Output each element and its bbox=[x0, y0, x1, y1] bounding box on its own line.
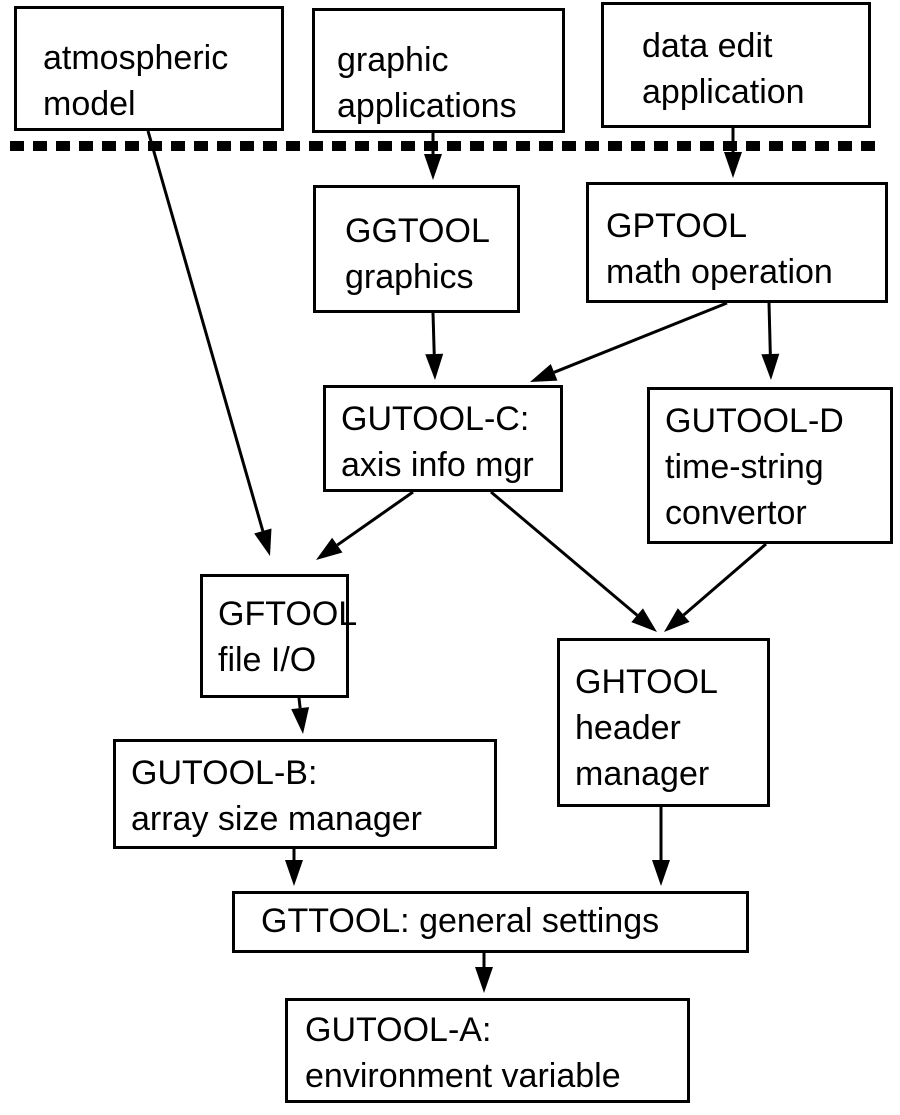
node-line: GUTOOL-D bbox=[665, 402, 844, 440]
node-line: GGTOOL bbox=[345, 212, 490, 250]
arrowhead-icon bbox=[475, 967, 493, 993]
arrowhead-icon bbox=[664, 608, 690, 632]
edge-gftool-to-gutoolb bbox=[297, 697, 302, 709]
node-line: array size manager bbox=[131, 800, 423, 838]
node-line: applications bbox=[337, 87, 517, 125]
node-line: GUTOOL-A: bbox=[305, 1011, 492, 1049]
arrowhead-icon bbox=[316, 537, 343, 560]
node-line: atmospheric bbox=[43, 39, 229, 77]
node-line: manager bbox=[575, 755, 710, 793]
node-line: file I/O bbox=[218, 641, 317, 679]
node-gutool-d: GUTOOL-D time-string convertor bbox=[647, 387, 893, 544]
node-line: model bbox=[43, 85, 136, 123]
node-line: GUTOOL-B: bbox=[131, 754, 318, 792]
node-atmospheric-model: atmospheric model bbox=[14, 6, 284, 131]
node-graphic-applications: graphic applications bbox=[312, 8, 565, 133]
node-line: application bbox=[642, 73, 805, 111]
node-line: time-string bbox=[665, 448, 824, 486]
node-line: GUTOOL-C: bbox=[341, 400, 530, 438]
node-data-edit-application: data edit application bbox=[601, 2, 871, 128]
edge-gptool-to-gutoolc bbox=[553, 301, 728, 374]
node-line: axis info mgr bbox=[341, 446, 534, 484]
node-line: graphic bbox=[337, 41, 449, 79]
arrowhead-icon bbox=[254, 528, 272, 556]
node-gttool: GTTOOL: general settings bbox=[232, 891, 749, 953]
arrowhead-icon bbox=[424, 154, 442, 180]
node-line: GHTOOL bbox=[575, 663, 718, 701]
edge-gutoolc-to-ghtool bbox=[490, 490, 639, 617]
node-line: math operation bbox=[606, 253, 833, 291]
node-ggtool: GGTOOL graphics bbox=[313, 185, 520, 313]
node-line: header bbox=[575, 709, 681, 747]
arrowhead-icon bbox=[530, 363, 558, 382]
node-line: data edit bbox=[642, 27, 773, 65]
node-gutool-a: GUTOOL-A: environment variable bbox=[285, 998, 690, 1103]
arrowhead-icon bbox=[631, 608, 657, 632]
node-gutool-c: GUTOOL-C: axis info mgr bbox=[323, 385, 563, 492]
edge-gptool-to-gutoold bbox=[767, 302, 772, 355]
node-line: environment variable bbox=[305, 1057, 621, 1095]
edge-atmos-to-gftool bbox=[146, 130, 265, 532]
node-gftool: GFTOOL file I/O bbox=[200, 574, 358, 698]
node-line: GPTOOL bbox=[606, 207, 748, 245]
node-gptool: GPTOOL math operation bbox=[586, 182, 888, 303]
arrowhead-icon bbox=[724, 152, 742, 178]
edge-ggtool-to-gutoolc bbox=[431, 312, 436, 355]
arrowhead-icon bbox=[425, 353, 444, 380]
edge-gutoold-to-ghtool bbox=[682, 542, 767, 617]
node-line: convertor bbox=[665, 494, 807, 532]
node-gutool-b: GUTOOL-B: array size manager bbox=[113, 739, 497, 849]
node-line: GTTOOL: general settings bbox=[261, 902, 660, 940]
arrowhead-icon bbox=[652, 860, 670, 886]
edge-gutoolc-to-gftool bbox=[336, 490, 414, 547]
node-ghtool: GHTOOL header manager bbox=[557, 638, 770, 807]
arrowhead-icon bbox=[285, 860, 303, 886]
node-line: graphics bbox=[345, 258, 474, 296]
arrowhead-icon bbox=[761, 353, 780, 380]
arrowhead-icon bbox=[291, 707, 310, 734]
node-line: GFTOOL bbox=[218, 595, 358, 633]
